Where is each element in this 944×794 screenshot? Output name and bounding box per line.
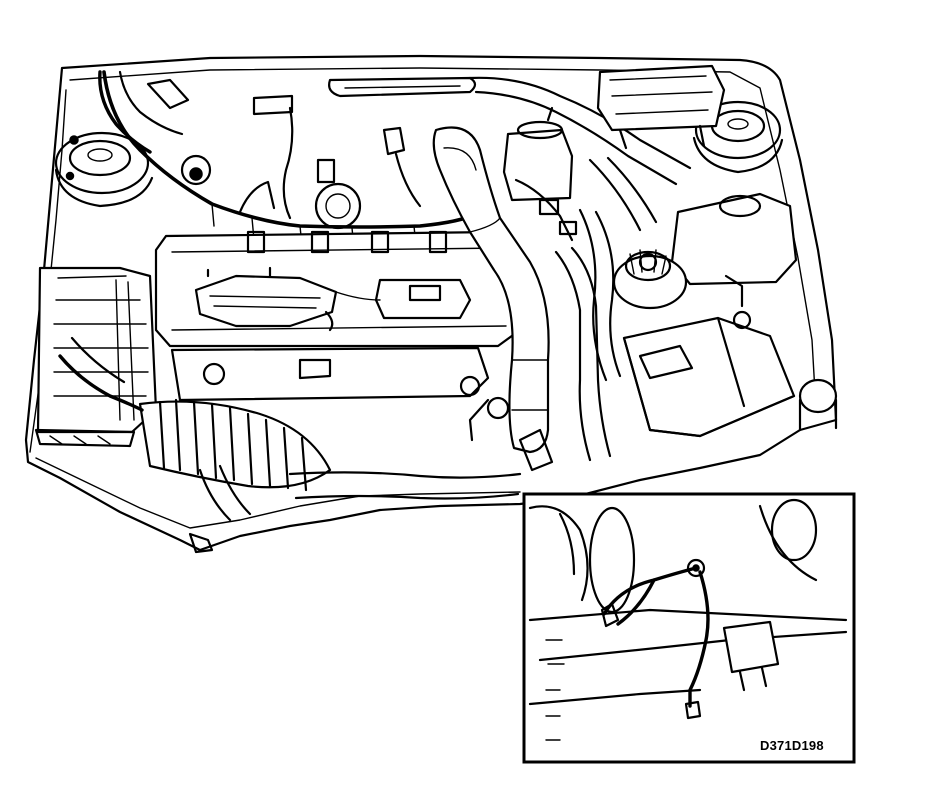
- lower-sill: [35, 457, 521, 529]
- body-outline: [24, 54, 838, 552]
- cowl-panel: [328, 76, 477, 98]
- cam-cover: [154, 230, 522, 348]
- battery: [622, 274, 796, 438]
- washer-reservoir: [798, 378, 838, 432]
- brake-reservoir: [502, 106, 574, 202]
- relay-box: [596, 64, 726, 150]
- inner-body-line: [69, 67, 817, 411]
- coolant-hose: [432, 126, 550, 454]
- inset-frame: [522, 492, 856, 764]
- left-strut-tower: [54, 131, 154, 208]
- figure-code: D371D198: [760, 738, 824, 753]
- expansion-tank: [670, 192, 798, 286]
- inset-control-unit: [722, 620, 780, 674]
- inset-detail: [522, 492, 856, 764]
- inset-wire: [602, 566, 710, 708]
- wiring-harness: [102, 70, 492, 229]
- engine-bay: [24, 54, 838, 554]
- intake-duct: [58, 336, 332, 492]
- air-filter-box: [34, 266, 158, 448]
